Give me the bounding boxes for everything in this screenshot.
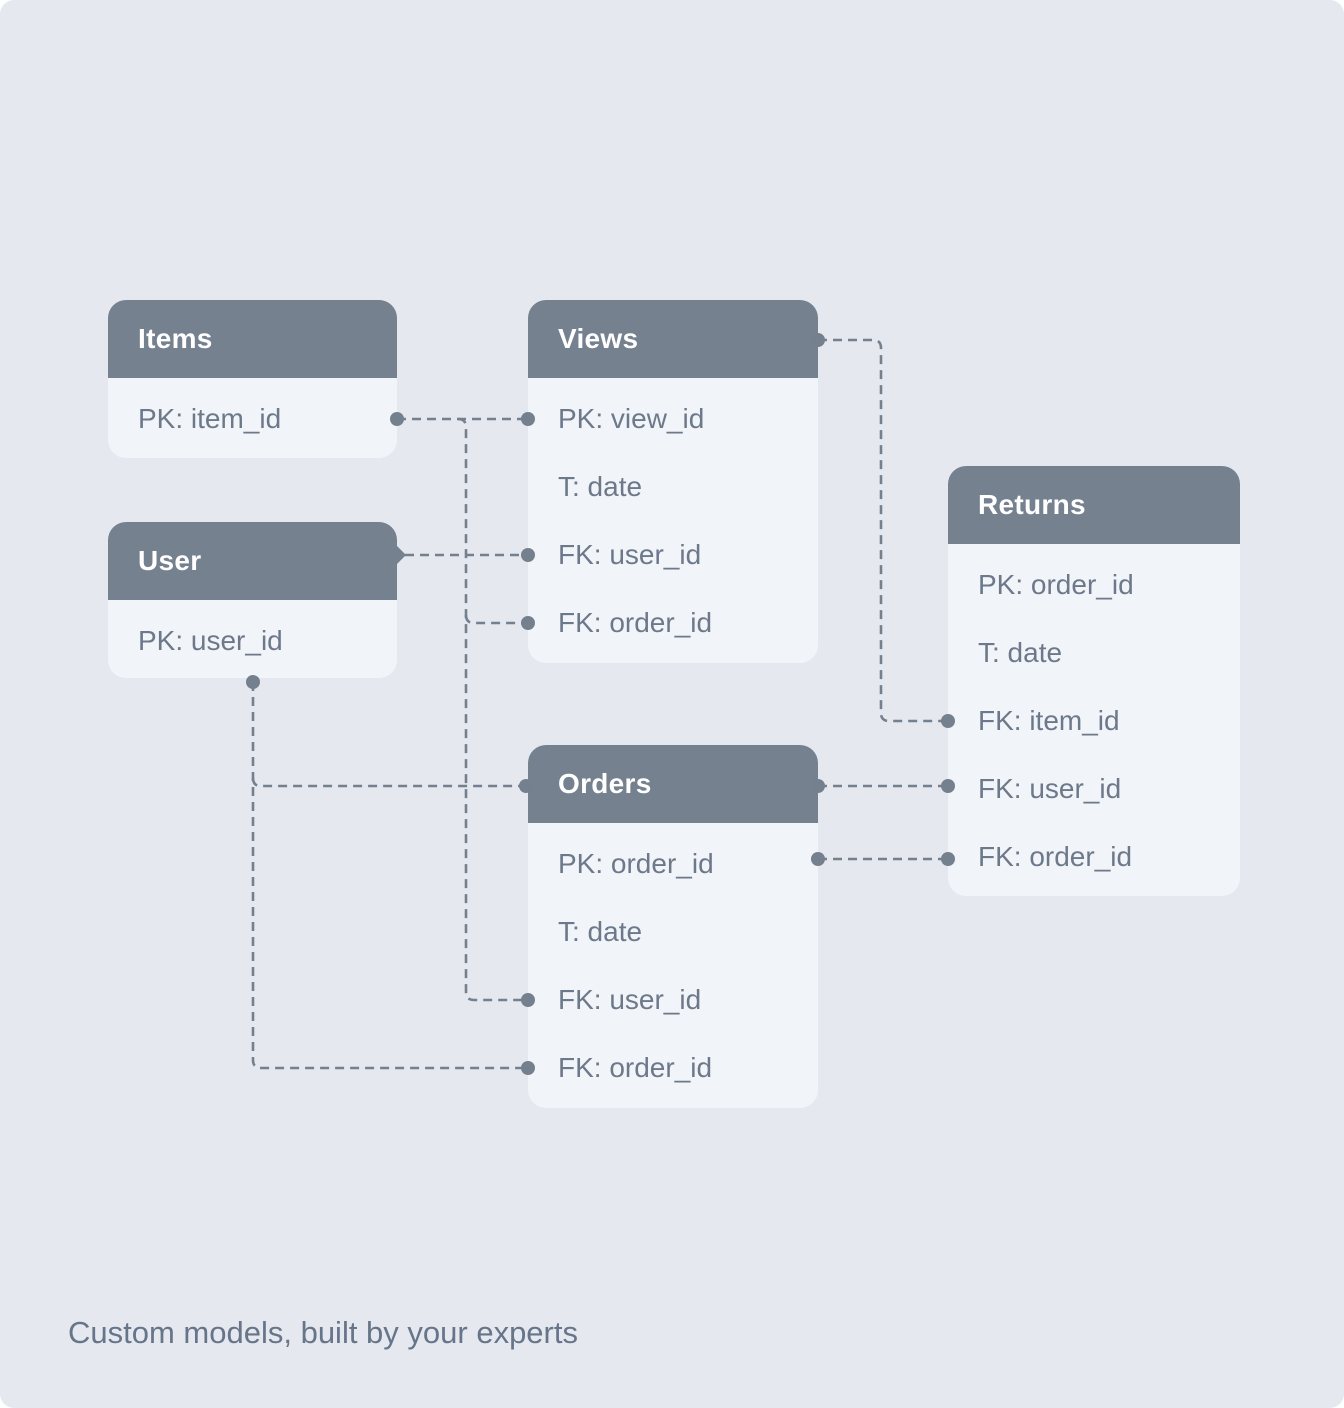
field-label: T: date — [558, 471, 643, 502]
caption: Custom models, built by your experts — [68, 1315, 578, 1350]
table-views-header: Views — [528, 300, 818, 378]
field-row: PK: order_id — [528, 830, 818, 898]
field-label: PK: view_id — [558, 403, 705, 434]
field-label: FK: item_id — [978, 705, 1120, 736]
field-label: PK: order_id — [978, 569, 1134, 600]
connector-views-returns-itemid — [818, 338, 948, 723]
field-row: FK: user_id — [528, 966, 818, 1034]
field-label: FK: user_id — [558, 539, 702, 570]
table-orders-body: PK: order_id T: date FK: user_id FK: ord… — [528, 823, 818, 1102]
table-title: User — [138, 545, 202, 576]
table-items-header: Items — [108, 300, 397, 378]
field-row: T: date — [528, 453, 818, 521]
field-row: T: date — [948, 619, 1240, 687]
field-label: FK: order_id — [558, 1052, 713, 1083]
table-items: Items PK: item_id — [108, 300, 397, 458]
field-label: FK: user_id — [978, 773, 1122, 804]
connector-trunk-views-orderid — [464, 614, 528, 625]
field-row: PK: order_id — [948, 551, 1240, 619]
field-label: PK: order_id — [558, 848, 714, 879]
table-orders: Orders PK: order_id T: date FK: user_id … — [528, 745, 818, 1108]
table-user-header: User — [108, 522, 397, 600]
table-views-body: PK: view_id T: date FK: user_id FK: orde… — [528, 378, 818, 657]
field-row: FK: order_id — [528, 589, 818, 657]
field-row: PK: item_id — [108, 385, 397, 453]
table-views: Views PK: view_id T: date FK: user_id FK… — [528, 300, 818, 663]
field-label: PK: user_id — [138, 625, 283, 656]
field-row: PK: user_id — [108, 607, 397, 675]
field-label: FK: order_id — [558, 607, 713, 638]
table-title: Items — [138, 323, 213, 354]
table-returns-header: Returns — [948, 466, 1240, 544]
table-items-body: PK: item_id — [108, 378, 397, 453]
table-user-body: PK: user_id — [108, 600, 397, 675]
table-title: Returns — [978, 489, 1086, 520]
field-row: FK: user_id — [948, 755, 1240, 823]
table-title: Orders — [558, 768, 652, 799]
field-label: FK: order_id — [978, 841, 1133, 872]
user-header-pointer — [396, 545, 406, 565]
table-user: User PK: user_id — [108, 522, 397, 678]
table-orders-header: Orders — [528, 745, 818, 823]
field-label: FK: user_id — [558, 984, 702, 1015]
table-returns: Returns PK: order_id T: date FK: item_id… — [948, 466, 1240, 896]
field-label: T: date — [558, 916, 643, 947]
field-row: FK: user_id — [528, 521, 818, 589]
field-row: PK: view_id — [528, 385, 818, 453]
field-label: PK: item_id — [138, 403, 282, 434]
connector-trunk-orders-userid — [457, 417, 528, 1002]
field-row: T: date — [528, 898, 818, 966]
field-row: FK: order_id — [528, 1034, 818, 1102]
connector-user-orders-orderid — [251, 682, 528, 1070]
field-label: T: date — [978, 637, 1063, 668]
field-row: FK: order_id — [948, 823, 1240, 891]
field-row: FK: item_id — [948, 687, 1240, 755]
table-returns-body: PK: order_id T: date FK: item_id FK: use… — [948, 544, 1240, 891]
connector-user-orders-header — [251, 777, 523, 788]
table-title: Views — [558, 323, 639, 354]
